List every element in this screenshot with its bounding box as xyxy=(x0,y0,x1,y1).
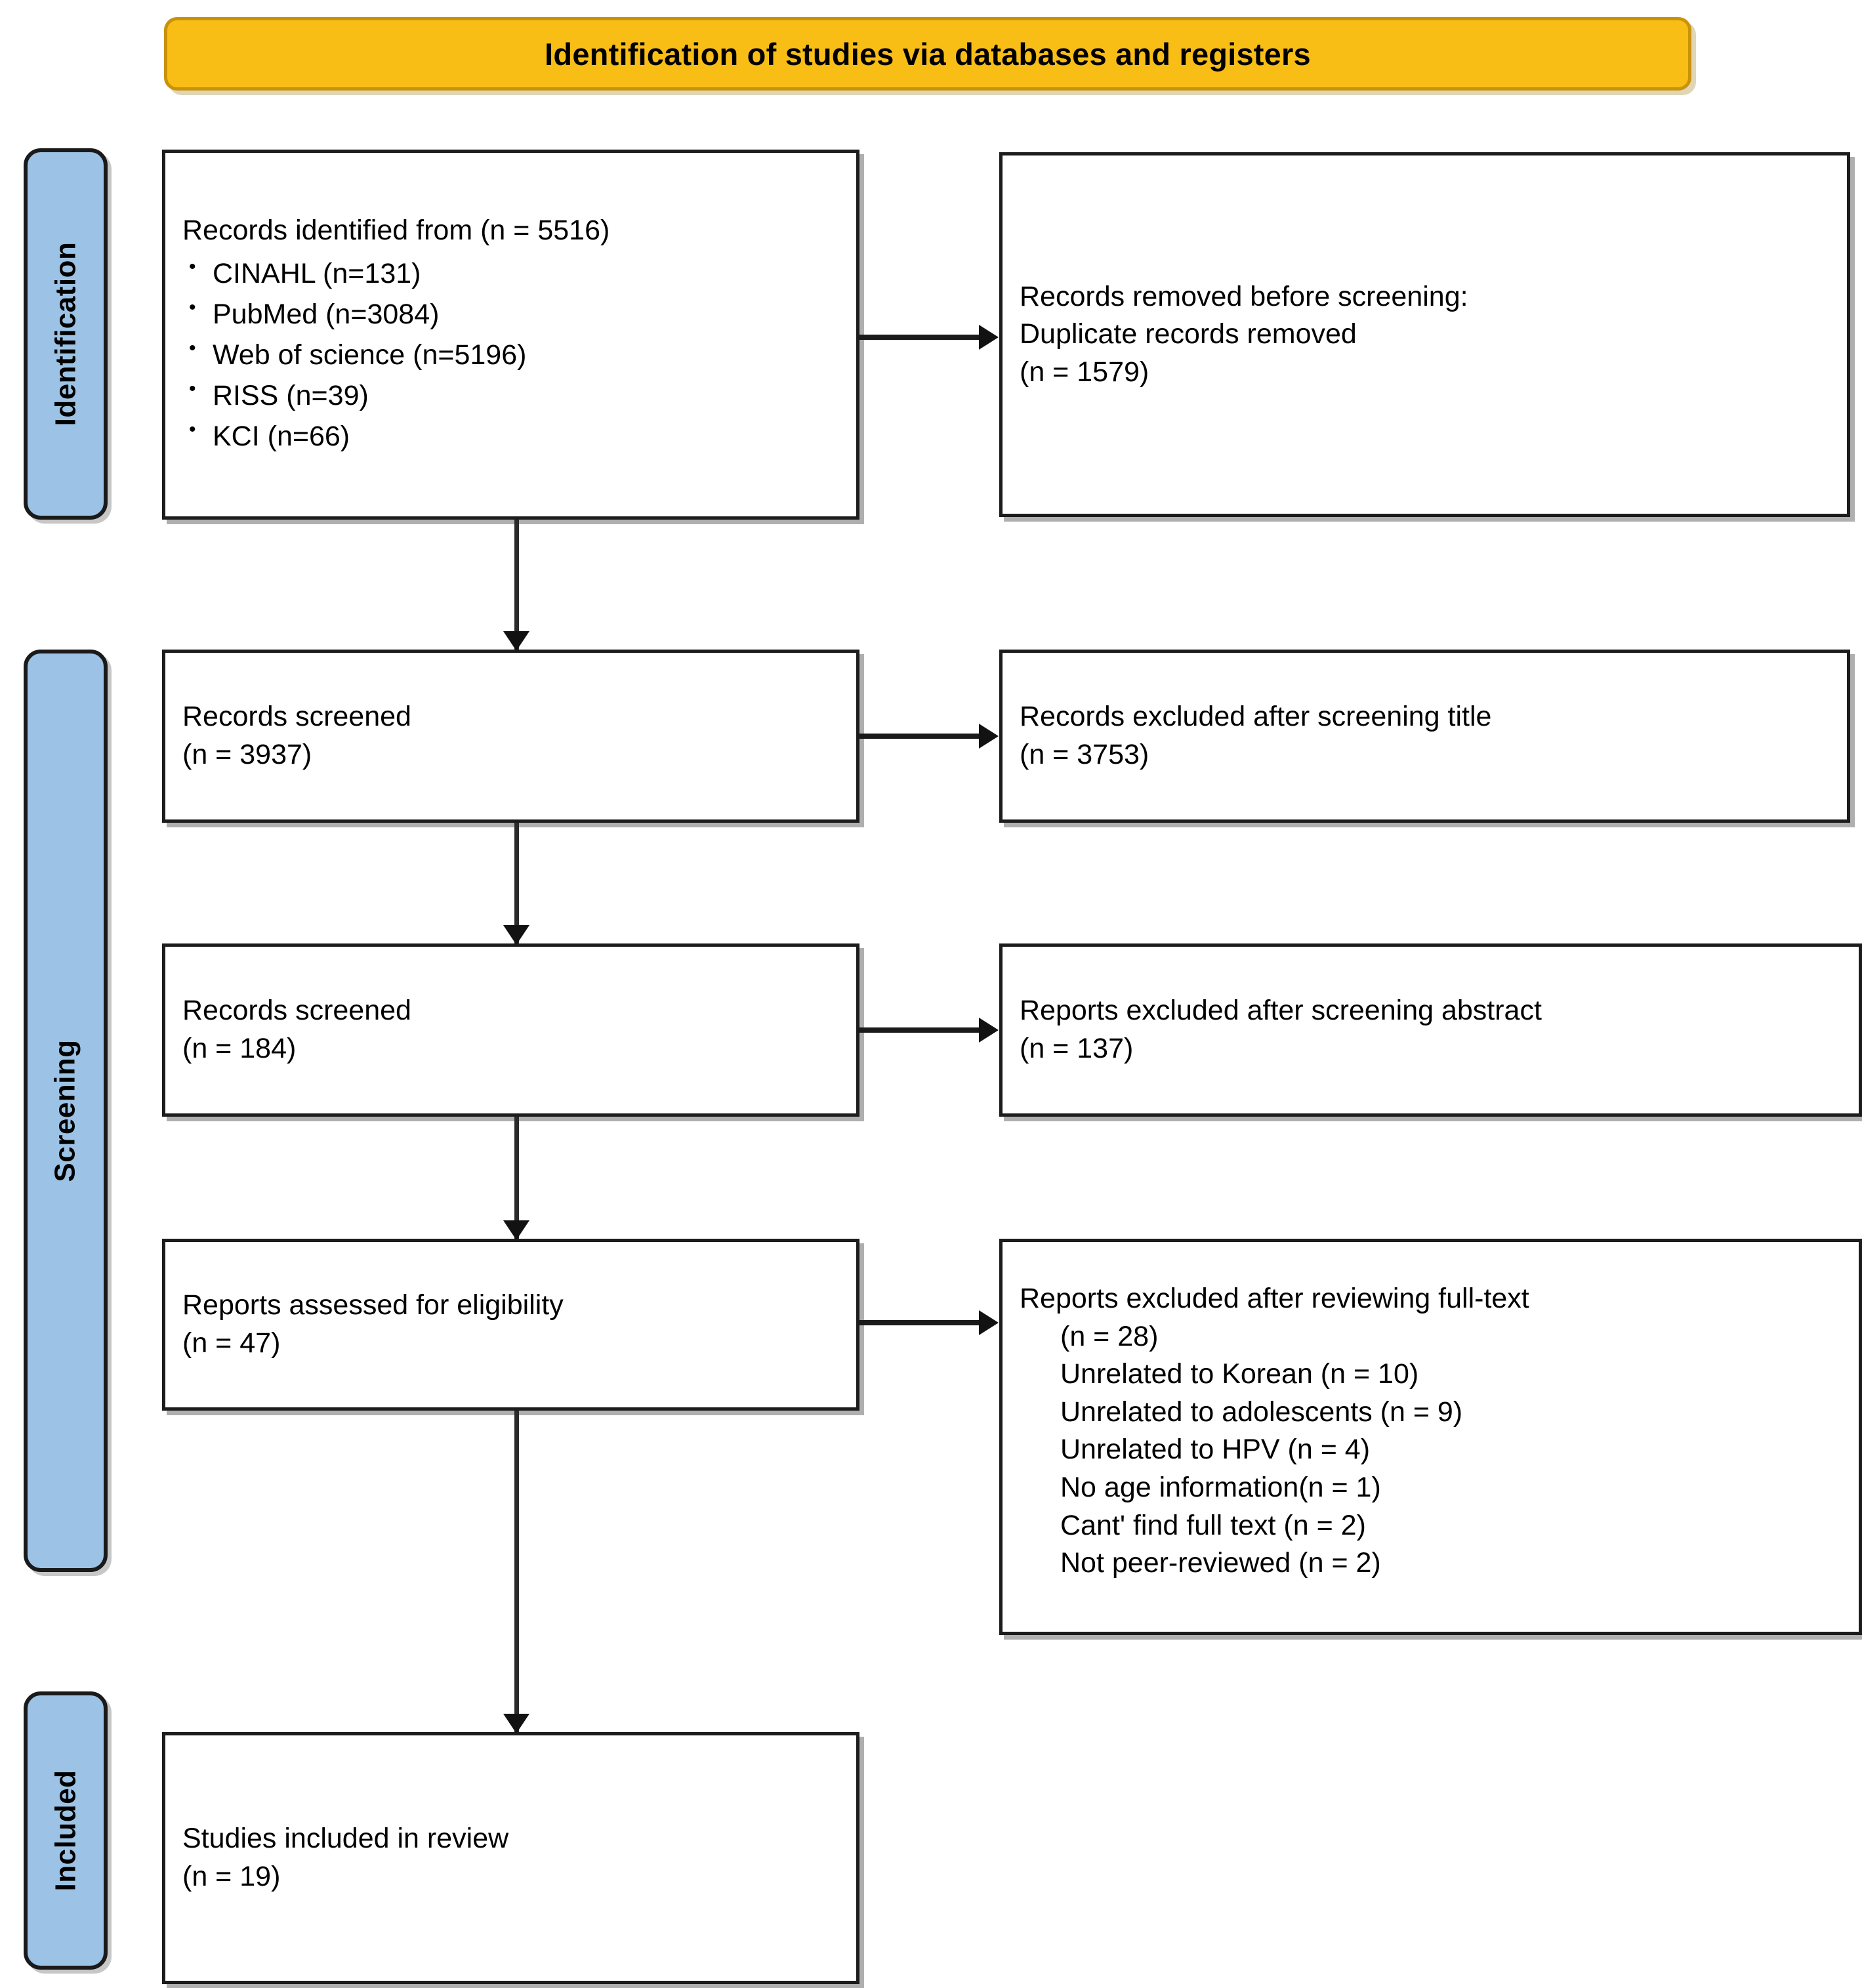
box-records-excluded-title: Records excluded after screening title (… xyxy=(999,650,1850,823)
reports-excluded-fulltext-heading: Reports excluded after reviewing full-te… xyxy=(1020,1283,1529,1314)
box-reports-assessed-eligibility: Reports assessed for eligibility (n = 47… xyxy=(162,1239,859,1411)
box-studies-included: Studies included in review (n = 19) xyxy=(162,1732,859,1984)
list-item: Unrelated to adolescents (n = 9) xyxy=(1060,1396,1463,1428)
list-item: No age information(n = 1) xyxy=(1060,1472,1381,1504)
records-screened-title-count: (n = 3937) xyxy=(182,739,312,770)
phase-label-screening: Screening xyxy=(24,650,108,1572)
phase-included-text: Included xyxy=(49,1770,81,1892)
arrow-down-icon xyxy=(503,925,529,945)
arrow-down-icon xyxy=(503,1714,529,1733)
list-item: PubMed (n=3084) xyxy=(189,293,839,335)
list-item: RISS (n=39) xyxy=(189,375,839,417)
records-screened-title-label: Records screened xyxy=(182,701,411,733)
records-identified-heading: Records identified from (n = 5516) xyxy=(182,215,610,247)
connector-screened-to-excluded-title xyxy=(859,724,999,749)
arrow-right-icon xyxy=(979,1018,999,1043)
diagram-header-banner: Identification of studies via databases … xyxy=(164,17,1691,91)
arrow-down-icon xyxy=(503,1220,529,1240)
connector-eligibility-to-excluded-fulltext xyxy=(859,1310,999,1335)
reports-excluded-abstract-label: Reports excluded after screening abstrac… xyxy=(1020,995,1542,1027)
arrow-down-icon xyxy=(503,631,529,651)
phase-screening-text: Screening xyxy=(49,1039,81,1182)
box-records-removed: Records removed before screening: Duplic… xyxy=(999,152,1850,517)
studies-included-label: Studies included in review xyxy=(182,1823,509,1855)
list-item: Unrelated to Korean (n = 10) xyxy=(1060,1358,1419,1390)
records-removed-line2: Duplicate records removed xyxy=(1020,318,1357,350)
studies-included-count: (n = 19) xyxy=(182,1861,281,1892)
box-records-screened-title: Records screened (n = 3937) xyxy=(162,650,859,823)
list-item: Web of science (n=5196) xyxy=(189,334,839,376)
list-item: KCI (n=66) xyxy=(189,415,839,457)
reports-excluded-abstract-count: (n = 137) xyxy=(1020,1033,1134,1064)
reports-eligibility-count: (n = 47) xyxy=(182,1327,281,1359)
records-excluded-title-count: (n = 3753) xyxy=(1020,739,1149,770)
list-item: CINAHL (n=131) xyxy=(189,253,839,295)
connector-identified-to-removed xyxy=(859,325,999,350)
box-records-screened-abstract: Records screened (n = 184) xyxy=(162,943,859,1117)
arrow-right-icon xyxy=(979,1310,999,1335)
box-records-identified: Records identified from (n = 5516) CINAH… xyxy=(162,150,859,520)
records-removed-count: (n = 1579) xyxy=(1020,356,1149,388)
connector-screened-to-excluded-abstract xyxy=(859,1018,999,1043)
phase-label-included: Included xyxy=(24,1691,108,1970)
records-screened-abstract-label: Records screened xyxy=(182,995,411,1027)
arrow-right-icon xyxy=(979,724,999,749)
connector-identified-to-screened xyxy=(503,520,529,651)
records-screened-abstract-count: (n = 184) xyxy=(182,1033,297,1064)
connector-eligibility-to-included xyxy=(503,1411,529,1733)
reports-eligibility-label: Reports assessed for eligibility xyxy=(182,1289,564,1321)
phase-label-identification: Identification xyxy=(24,148,108,520)
records-identified-source-list: CINAHL (n=131) PubMed (n=3084) Web of sc… xyxy=(182,253,839,457)
records-removed-line1: Records removed before screening: xyxy=(1020,280,1468,312)
connector-screened-abstract-to-eligibility xyxy=(503,1117,529,1240)
phase-identification-text: Identification xyxy=(49,241,81,426)
list-item: Cant' find full text (n = 2) xyxy=(1060,1509,1366,1541)
diagram-title: Identification of studies via databases … xyxy=(545,36,1311,72)
box-reports-excluded-abstract: Reports excluded after screening abstrac… xyxy=(999,943,1862,1117)
records-excluded-title-label: Records excluded after screening title xyxy=(1020,701,1492,733)
reports-excluded-fulltext-total: (n = 28) xyxy=(1060,1320,1159,1352)
connector-screened-title-to-abstract xyxy=(503,823,529,945)
box-reports-excluded-fulltext: Reports excluded after reviewing full-te… xyxy=(999,1239,1862,1635)
list-item: Unrelated to HPV (n = 4) xyxy=(1060,1434,1371,1466)
arrow-right-icon xyxy=(979,325,999,350)
list-item: Not peer-reviewed (n = 2) xyxy=(1060,1547,1381,1579)
